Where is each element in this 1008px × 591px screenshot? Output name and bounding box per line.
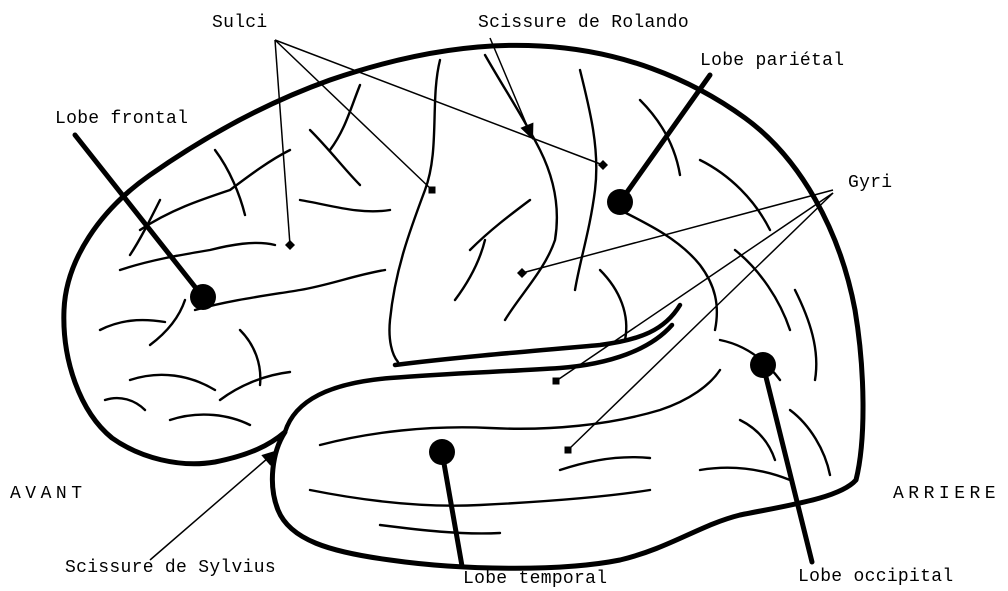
- label-lobe-occipital: Lobe occipital: [798, 567, 953, 587]
- sylvius-leader-line: [150, 458, 268, 560]
- label-lobe-parietal: Lobe pariétal: [700, 51, 844, 71]
- square-marker: [565, 447, 572, 454]
- square-marker: [553, 378, 560, 385]
- square-marker: [429, 187, 436, 194]
- occipital-dot: [750, 352, 776, 378]
- label-lobe-temporal: Lobe temporal: [463, 569, 607, 589]
- sylvius-pointer: [150, 450, 278, 560]
- parietal-dot: [607, 189, 633, 215]
- label-scissure-rolando: Scissure de Rolando: [478, 13, 689, 33]
- label-avant: AVANT: [10, 484, 87, 504]
- frontal-dot: [190, 284, 216, 310]
- label-sulci: Sulci: [212, 13, 268, 33]
- label-lobe-frontal: Lobe frontal: [55, 109, 188, 129]
- temporal-dot: [429, 439, 455, 465]
- label-gyri: Gyri: [848, 173, 892, 193]
- label-arriere: ARRIERE: [893, 484, 1000, 504]
- label-scissure-sylvius: Scissure de Sylvius: [65, 558, 276, 578]
